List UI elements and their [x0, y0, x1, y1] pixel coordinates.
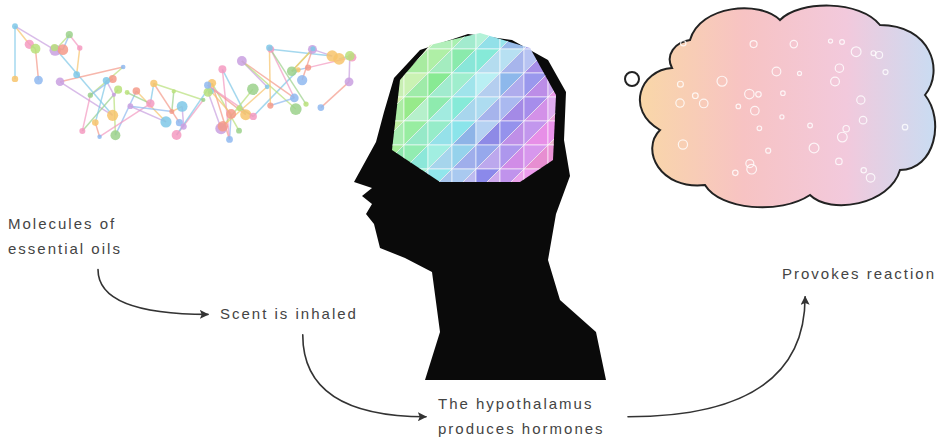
step-label: The hypothalamus produces hormones — [438, 392, 618, 442]
step-text: Provokes reaction — [782, 262, 936, 287]
curved-arrow — [303, 335, 426, 417]
thought-dot — [625, 72, 639, 86]
head-silhouette — [354, 34, 606, 380]
brain-polygons — [380, 25, 572, 193]
step-text: Scent is inhaled — [220, 302, 358, 327]
step-text: Molecules of essential oils — [8, 212, 158, 262]
curved-arrow — [98, 270, 208, 315]
step-label: Provokes reaction — [782, 262, 936, 287]
curved-arrow — [628, 297, 805, 417]
step-label: Scent is inhaled — [220, 302, 358, 327]
thought-cloud — [640, 6, 935, 208]
step-label: Molecules of essential oils — [8, 212, 158, 262]
molecule-cluster — [12, 23, 357, 143]
step-text: The hypothalamus produces hormones — [438, 392, 618, 442]
cloud-texture — [676, 39, 908, 182]
